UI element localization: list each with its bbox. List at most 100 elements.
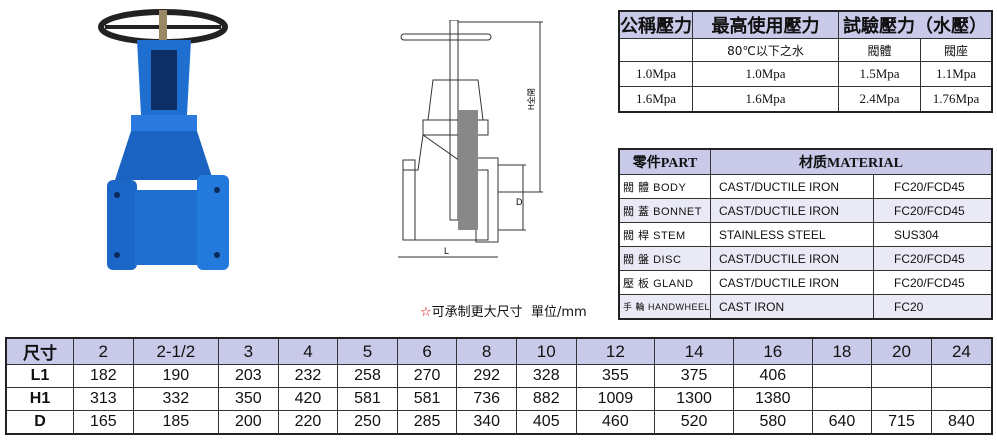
cell: 882 — [515, 387, 577, 411]
cell: 14 — [654, 337, 734, 365]
cell: 420 — [277, 387, 339, 411]
cell: 20 — [871, 337, 932, 365]
cell: 1300 — [654, 387, 734, 411]
cell: 165 — [73, 410, 134, 435]
empty-cell — [618, 38, 693, 62]
cell: 520 — [654, 410, 734, 435]
cell: 715 — [871, 410, 932, 435]
table-row: 1.6Mpa 1.6Mpa 2.4Mpa 1.76Mpa — [618, 86, 993, 113]
subheader-cell: 閥體 — [838, 38, 921, 62]
cell — [871, 364, 932, 388]
cell: 6 — [396, 337, 458, 365]
cell: 258 — [337, 364, 398, 388]
material-cell: CAST/DUCTILE IRON — [710, 198, 875, 223]
material-cell: FC20 — [873, 294, 993, 320]
cell: 1.5Mpa — [838, 61, 921, 87]
cell: 2 — [73, 337, 134, 365]
header-cell: 試驗壓力（水壓） — [838, 10, 993, 39]
cell: 1.1Mpa — [920, 61, 993, 87]
cell: 405 — [515, 410, 577, 435]
h-label: H全開 — [526, 88, 536, 110]
cell: 355 — [575, 364, 656, 388]
cell: 406 — [732, 364, 813, 388]
cell: 581 — [337, 387, 398, 411]
cell: 375 — [654, 364, 734, 388]
header-cell: 最高使用壓力 — [692, 10, 839, 39]
cell: 2.4Mpa — [838, 86, 921, 113]
table-header-row: 公稱壓力 最高使用壓力 試驗壓力（水壓） — [618, 10, 993, 39]
cell — [930, 387, 993, 411]
material-cell: SUS304 — [873, 222, 993, 247]
cell: 340 — [456, 410, 517, 435]
cell: 250 — [337, 410, 398, 435]
cell: 580 — [732, 410, 813, 435]
cell — [811, 387, 873, 411]
row-label: H1 — [5, 387, 74, 411]
material-cell: STAINLESS STEEL — [710, 222, 875, 247]
row-label: L1 — [5, 364, 74, 388]
l-label: L — [444, 246, 449, 256]
cell: 460 — [575, 410, 656, 435]
part-cell: 手 輪 HANDWHEEL — [618, 294, 712, 320]
cell: 2-1/2 — [132, 337, 220, 365]
cell: 182 — [73, 364, 134, 388]
material-cell: FC20/FCD45 — [873, 198, 993, 223]
part-cell: 閥 桿 STEM — [618, 222, 712, 247]
d-label: D — [516, 197, 523, 207]
row-label: D — [5, 410, 74, 435]
cell: 12 — [575, 337, 656, 365]
material-cell: CAST/DUCTILE IRON — [710, 246, 875, 271]
cell — [811, 364, 873, 388]
cell: 292 — [456, 364, 517, 388]
table-subheader-row: 80℃以下之水 閥體 閥座 — [618, 38, 993, 62]
table-row: 1.0Mpa 1.0Mpa 1.5Mpa 1.1Mpa — [618, 61, 993, 87]
cell: 200 — [218, 410, 279, 435]
note-text: 可承制更大尺寸 — [431, 305, 523, 320]
cell: 332 — [132, 387, 220, 411]
cell: 285 — [396, 410, 458, 435]
row-label: 尺寸 — [5, 337, 74, 365]
pressure-table: 公稱壓力 最高使用壓力 試驗壓力（水壓） 80℃以下之水 閥體 閥座 1.0Mp… — [618, 10, 993, 113]
header-cell: 零件PART — [618, 148, 712, 175]
material-cell: FC20/FCD45 — [873, 270, 993, 295]
subheader-cell: 閥座 — [920, 38, 993, 62]
cell — [930, 364, 993, 388]
subheader-cell: 80℃以下之水 — [692, 38, 839, 62]
cell — [871, 387, 932, 411]
cell: 203 — [218, 364, 279, 388]
cell: 24 — [930, 337, 993, 365]
cell: 1.6Mpa — [692, 86, 839, 113]
cell: 840 — [930, 410, 993, 435]
cell: 232 — [277, 364, 339, 388]
cell: 581 — [396, 387, 458, 411]
size-note: ☆可承制更大尺寸 單位/mm — [420, 301, 587, 320]
part-cell: 閥 盤 DISC — [618, 246, 712, 271]
cell: 16 — [732, 337, 813, 365]
header-cell: 材质MATERIAL — [710, 148, 993, 175]
cell: 220 — [277, 410, 339, 435]
cell: 1009 — [575, 387, 656, 411]
cell: 5 — [337, 337, 398, 365]
star-icon: ☆ — [420, 305, 432, 320]
cell: 190 — [132, 364, 220, 388]
cell: 1.0Mpa — [618, 61, 693, 87]
cell: 1.0Mpa — [692, 61, 839, 87]
cell: 8 — [456, 337, 517, 365]
header-cell: 公稱壓力 — [618, 10, 693, 39]
part-cell: 閥 蓋 BONNET — [618, 198, 712, 223]
cell: 1380 — [732, 387, 813, 411]
material-cell: FC20/FCD45 — [873, 174, 993, 199]
cell: 10 — [515, 337, 577, 365]
cell: 1.76Mpa — [920, 86, 993, 113]
cell: 4 — [277, 337, 339, 365]
